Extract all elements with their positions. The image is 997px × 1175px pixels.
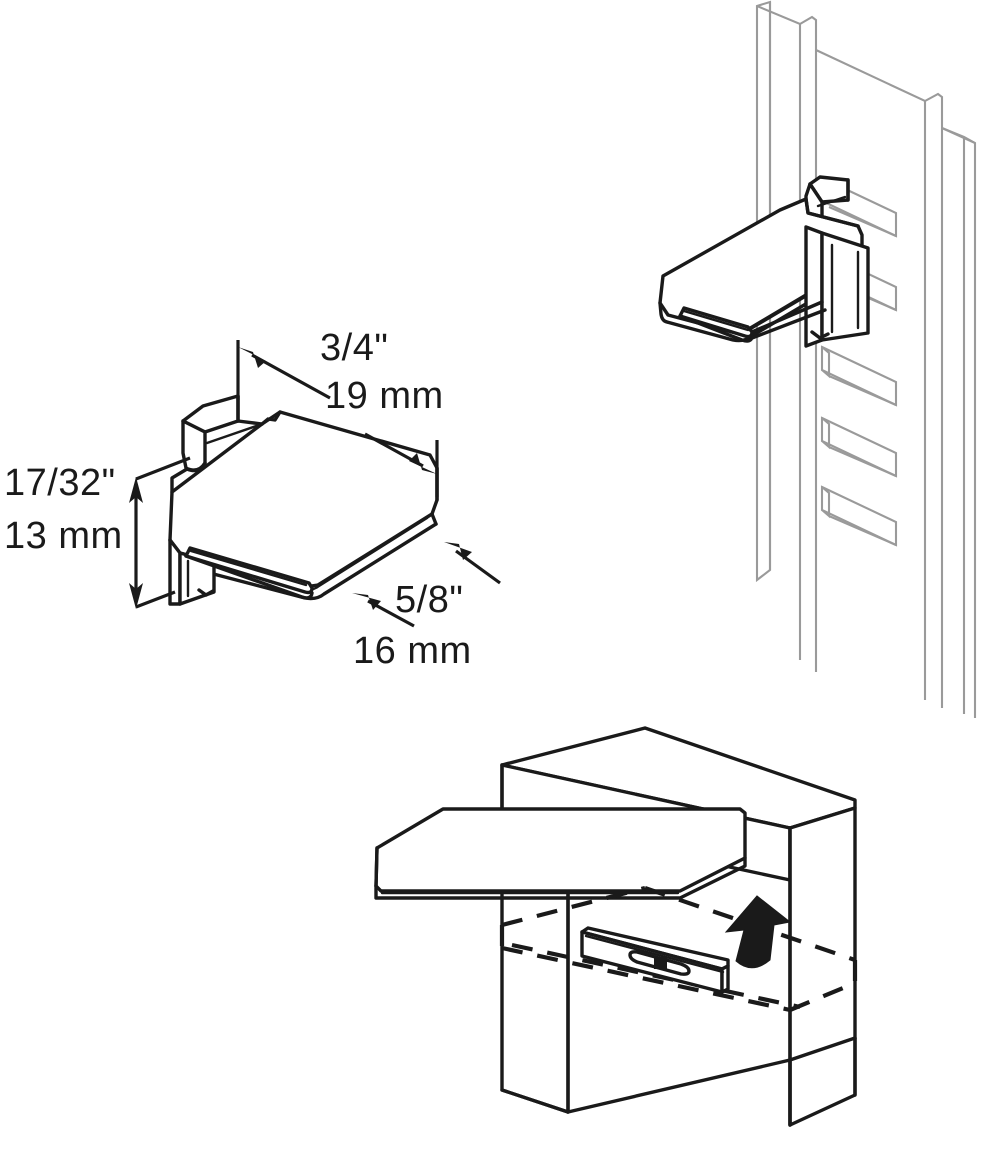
- view-cabinet-install: [374, 726, 858, 1127]
- dim-height-witness-top: [135, 456, 191, 481]
- standard-slot-3-inner-edge: [828, 446, 897, 477]
- hidden-outline-front-bottom-edge: [501, 945, 791, 1013]
- cabinet-shelf-left-edge: [374, 846, 379, 888]
- mounted-shelf-lip-left-return: [658, 301, 669, 324]
- standard-slot-2-inner-edge: [828, 375, 897, 406]
- clip-gusset-rib-top-edge: [189, 549, 308, 587]
- lift-direction-arrow: [724, 895, 792, 969]
- standard-slot-3: [820, 416, 898, 478]
- dim-width-arrowhead-left: [238, 347, 266, 368]
- standard-step-top-left: [756, 5, 818, 50]
- dim-height-arrowhead-bottom: [129, 583, 143, 609]
- dim-depth-metric-label: 16 mm: [353, 630, 472, 672]
- mounted-clip-and-shelf: [658, 175, 870, 348]
- mounted-clip-hook-inner-crease: [816, 195, 847, 208]
- mounted-clip-arm-face: [804, 225, 824, 348]
- clip-leg-notch: [197, 588, 215, 597]
- mounted-clip-gusset-upper: [682, 309, 750, 332]
- standard-track-slot: [628, 950, 691, 976]
- dim-depth-imperial-label: 5/8": [395, 579, 463, 621]
- dim-height-arrowhead-top: [129, 477, 143, 503]
- clip-hook-tab-upper-step-to-plate: [236, 419, 264, 426]
- cabinet-bottom-right-edge: [788, 1036, 857, 1062]
- view-dimensioned-detail: 3/4" 19 mm 17/32" 13 mm 5/: [4, 327, 501, 672]
- standard-slot-4-inner-edge: [828, 515, 897, 546]
- standard-slot-2-depth: [821, 346, 831, 379]
- dim-width-leader-left: [251, 353, 331, 400]
- cabinet-standard-track: [580, 926, 730, 994]
- wall-standard-panel: [755, 0, 977, 718]
- dim-depth-arrowhead-upper: [444, 542, 472, 560]
- cabinet-bottom-front-edge: [500, 1088, 570, 1114]
- standard-slot-0-inner-edge: [828, 206, 897, 237]
- dim-height-metric-label: 13 mm: [4, 515, 123, 557]
- mounted-clip-gusset-extend: [750, 300, 824, 334]
- dim-height-imperial-label: 17/32": [4, 462, 116, 504]
- dim-height-witness-bottom: [135, 590, 176, 609]
- dim-width-imperial-label: 3/4": [320, 327, 388, 369]
- mounted-clip-arm-notch: [810, 330, 830, 340]
- cabinet-right-side-panel: [788, 806, 857, 1127]
- dim-width-arrowhead-right: [409, 453, 437, 474]
- hidden-outline-top-left-edge: [501, 885, 646, 928]
- dimension-height-annotation: 17/32" 13 mm: [4, 456, 191, 609]
- clip-plate-rear-step-notch: [260, 410, 282, 426]
- standard-track-right-end: [720, 964, 730, 994]
- view-wall-standard-install: [658, 0, 977, 718]
- clip-hook-tab-to-plate-step: [170, 461, 207, 494]
- dimension-width-annotation: 3/4" 19 mm: [236, 327, 444, 497]
- standard-web-top-edge: [815, 49, 944, 128]
- mounted-clip-gusset-extend-2: [750, 308, 827, 340]
- clip-hook-tab-inner-crease: [205, 422, 264, 445]
- mounted-clip-arm-outer: [820, 231, 870, 342]
- dimension-depth-annotation: 5/8" 16 mm: [352, 542, 501, 672]
- dim-width-metric-label: 19 mm: [325, 375, 444, 417]
- standard-slot-4-depth: [821, 486, 831, 519]
- clip-gusset-rib-lower-edge: [184, 554, 314, 600]
- standard-slot-4: [820, 485, 898, 547]
- hidden-outline-right-front-edge: [789, 981, 856, 1012]
- dim-depth-arrowhead-lower: [352, 593, 381, 610]
- standard-right-flange-cap: [941, 127, 976, 144]
- standard-track-slot-tab: [654, 957, 667, 969]
- standard-slot-2: [820, 345, 898, 407]
- standard-slot-3-depth: [821, 417, 831, 450]
- cabinet-shelf-top-face: [374, 807, 747, 893]
- clip-lip-right-return: [430, 512, 438, 526]
- mounted-shelf-rear-step: [804, 197, 860, 228]
- standard-track-top-inner-line: [584, 934, 725, 974]
